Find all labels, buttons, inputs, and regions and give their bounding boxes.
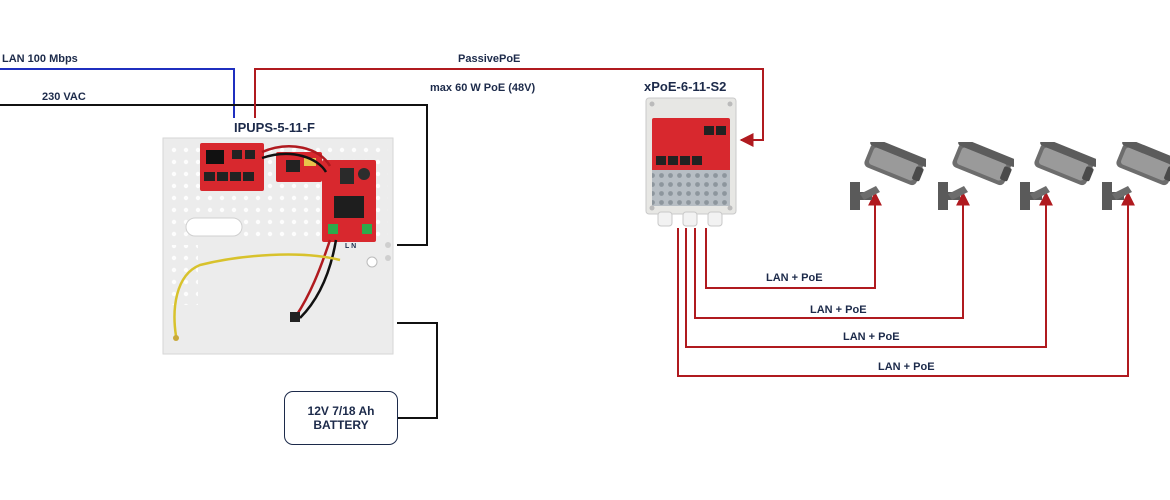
lan-poe-label-2: LAN + PoE — [810, 304, 867, 316]
passive-poe-label: PassivePoE — [458, 53, 520, 65]
ipups-label: IPUPS-5-11-F — [234, 120, 315, 135]
battery-wire — [397, 322, 438, 419]
camera-icon — [938, 142, 1014, 210]
vac-label: 230 VAC — [42, 91, 86, 103]
poe-output-4 — [677, 191, 1135, 377]
battery-capacity: 12V 7/18 Ah — [307, 404, 375, 418]
camera-icon — [850, 142, 926, 210]
battery-box: 12V 7/18 Ah BATTERY — [284, 391, 398, 445]
battery-lead-black — [299, 239, 338, 319]
poe-output-2 — [694, 191, 970, 319]
lan-label: LAN 100 Mbps — [2, 53, 78, 65]
psu-board: L N — [322, 160, 376, 250]
internal-wire-red — [261, 145, 332, 167]
battery-title: BATTERY — [313, 418, 369, 432]
switch-board — [200, 143, 264, 191]
poe-output-3 — [685, 191, 1053, 348]
lan-wire — [0, 68, 235, 118]
xpoe-enclosure — [645, 97, 737, 227]
lan-poe-label-3: LAN + PoE — [843, 331, 900, 343]
battery-connector — [290, 312, 300, 322]
ground-terminal — [173, 335, 179, 341]
vac-wire — [0, 104, 428, 246]
internal-wire-black — [261, 152, 328, 173]
camera-icon — [1020, 142, 1096, 210]
ln-marking: L N — [345, 243, 356, 250]
camera-icon — [1102, 142, 1170, 210]
xpoe-label: xPoE-6-11-S2 — [644, 79, 726, 94]
max-poe-label: max 60 W PoE (48V) — [430, 82, 535, 94]
ground-wire — [173, 253, 341, 337]
passive-poe-wire — [254, 68, 764, 147]
lan-poe-label-4: LAN + PoE — [878, 361, 935, 373]
poe-output-1 — [705, 191, 882, 289]
lan-poe-label-1: LAN + PoE — [766, 272, 823, 284]
battery-lead-red — [294, 239, 332, 317]
